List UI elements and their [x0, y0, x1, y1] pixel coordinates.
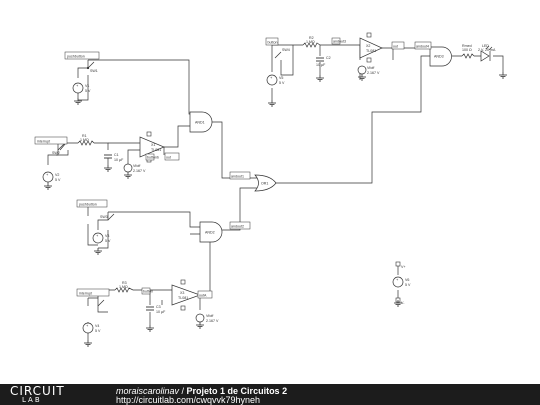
circuitlab-logo: CIRCUIT	[10, 384, 65, 398]
component-label: V-	[401, 301, 405, 305]
component-label: R2	[309, 36, 314, 40]
gate-label: AND2	[205, 231, 215, 235]
component-value: TL081	[366, 49, 376, 53]
component-value: TL081	[151, 148, 161, 152]
component-value: 5 V	[405, 283, 411, 287]
component-value: 1 MΩ	[80, 138, 89, 142]
component-label: SW2	[52, 151, 60, 155]
node-label: buttonb	[147, 156, 159, 160]
node-label: out	[166, 156, 171, 160]
node-label: interrupt	[37, 140, 50, 144]
gate-label: AND1	[195, 121, 205, 125]
schematic-url[interactable]: http://circuitlab.com/cwqvvk79hyneh	[116, 395, 261, 405]
component-label: C3	[156, 305, 161, 309]
component-label: V4	[95, 324, 99, 328]
component-value: 2.167 V	[133, 169, 146, 173]
component-label: V6	[405, 278, 409, 282]
author-name[interactable]: moraiscarolinav	[116, 386, 180, 396]
node-label: andout3	[333, 40, 346, 44]
component-label: Vfoff	[133, 164, 140, 168]
component-label: V1	[85, 84, 89, 88]
component-value: 10 µF	[316, 63, 326, 67]
node-label: andout4	[416, 45, 429, 49]
component-value: 10 µF	[114, 158, 124, 162]
component-label: SW3	[100, 215, 108, 219]
component-value: 2.167 V	[367, 71, 380, 75]
credit-separator: /	[179, 386, 187, 396]
component-label: V5	[279, 76, 283, 80]
svg-text:+: +	[270, 75, 273, 80]
node-label: out	[393, 45, 398, 49]
node-label: andout1	[231, 175, 244, 179]
node-label: button	[268, 41, 278, 45]
component-label: SW4	[282, 48, 290, 52]
component-value: 100 Ω	[462, 48, 472, 52]
component-label: V3	[105, 234, 109, 238]
schematic-canvas: + + + + + +	[34, 32, 508, 347]
component-label: V2	[55, 173, 59, 177]
node-label: button	[143, 290, 153, 294]
component-label: SW1	[90, 69, 98, 73]
component-value: 2 V, 20 mA	[478, 48, 496, 52]
node-label: outA	[199, 294, 207, 298]
component-label: X3	[180, 291, 184, 295]
component-label: C1	[114, 153, 119, 157]
circuit-schematic: + + + + + +	[34, 32, 508, 347]
component-label: Vfoff	[367, 66, 374, 70]
circuitlab-logo-sub: LAB	[22, 396, 42, 404]
node-label: interrupt	[79, 292, 92, 296]
component-label: C2	[326, 56, 331, 60]
component-value: 1 MΩ	[119, 285, 128, 289]
component-value: 5 V	[85, 89, 91, 93]
svg-text:+: +	[86, 323, 89, 328]
component-value: 1 MΩ	[306, 40, 315, 44]
node-label: pushbutton	[67, 55, 85, 59]
schematic-credit: moraiscarolinav / Projeto 1 de Circuitos…	[116, 386, 287, 396]
node-label: andout2	[231, 225, 244, 229]
svg-text:+: +	[76, 83, 79, 88]
gate-label: AND3	[434, 55, 444, 59]
component-label: R3	[122, 281, 127, 285]
svg-text:+: +	[46, 172, 49, 177]
footer-bar: CIRCUIT LAB moraiscarolinav / Projeto 1 …	[0, 384, 540, 405]
component-value: 5 V	[55, 178, 61, 182]
component-value: TL081	[178, 296, 188, 300]
gate-label: OR1	[261, 182, 268, 186]
component-value: 5 V	[95, 329, 101, 333]
component-label: R1	[82, 134, 87, 138]
component-label: Rmed	[462, 44, 472, 48]
svg-text:+: +	[96, 233, 99, 238]
component-value: 5 V	[279, 81, 285, 85]
node-label: pushbutton	[79, 203, 97, 207]
component-value: 10 µF	[156, 310, 166, 314]
component-value: 2.167 V	[206, 319, 219, 323]
schematic-title[interactable]: Projeto 1 de Circuitos 2	[186, 386, 288, 396]
svg-text:+: +	[396, 277, 399, 282]
component-label: LED	[482, 44, 489, 48]
component-value: 5 V	[105, 239, 111, 243]
component-label: Vfoff	[206, 314, 213, 318]
component-label: X1	[151, 143, 155, 147]
component-label: V+	[401, 265, 406, 269]
component-label: X2	[366, 44, 370, 48]
